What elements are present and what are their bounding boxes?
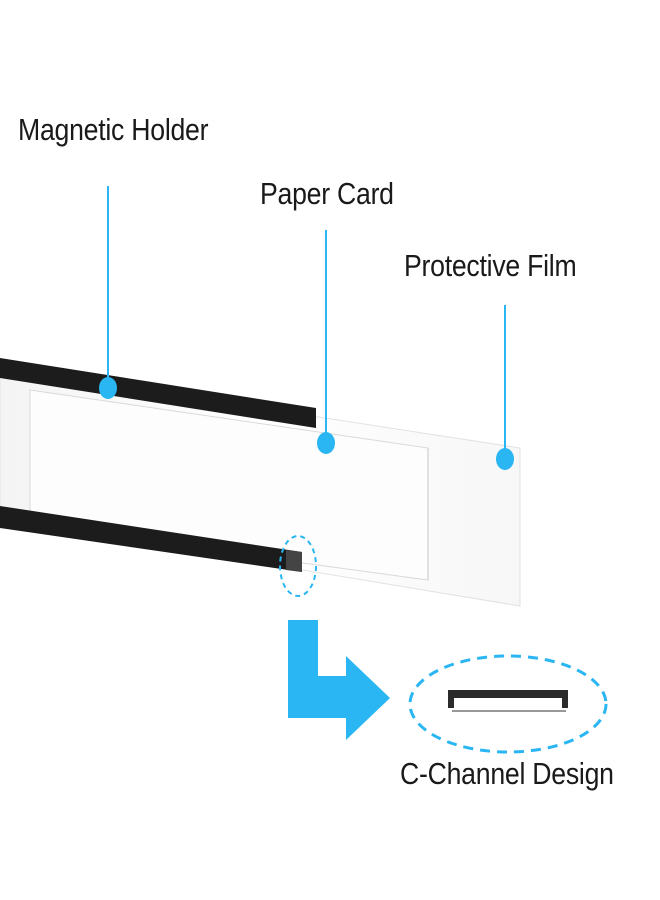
callouts — [107, 186, 506, 456]
c-channel-ellipse — [408, 654, 608, 754]
holder-bottom-end — [286, 550, 302, 572]
l-arrow-icon — [288, 620, 390, 740]
callout-dot-film — [496, 448, 514, 470]
label-c-channel-design: C-Channel Design — [400, 756, 614, 791]
label-paper-card: Paper Card — [260, 176, 394, 211]
magnetic-holder — [0, 358, 316, 572]
holder-top-rail — [0, 358, 316, 428]
callout-dot-card — [317, 432, 335, 454]
label-magnetic-holder: Magnetic Holder — [18, 112, 209, 147]
callout-dots — [99, 377, 514, 470]
label-protective-film: Protective Film — [404, 248, 577, 283]
callout-dot-holder — [99, 377, 117, 399]
detail-highlight-ellipse — [279, 535, 317, 597]
c-channel-profile-icon — [448, 690, 568, 708]
holder-bottom-rail — [0, 506, 302, 572]
